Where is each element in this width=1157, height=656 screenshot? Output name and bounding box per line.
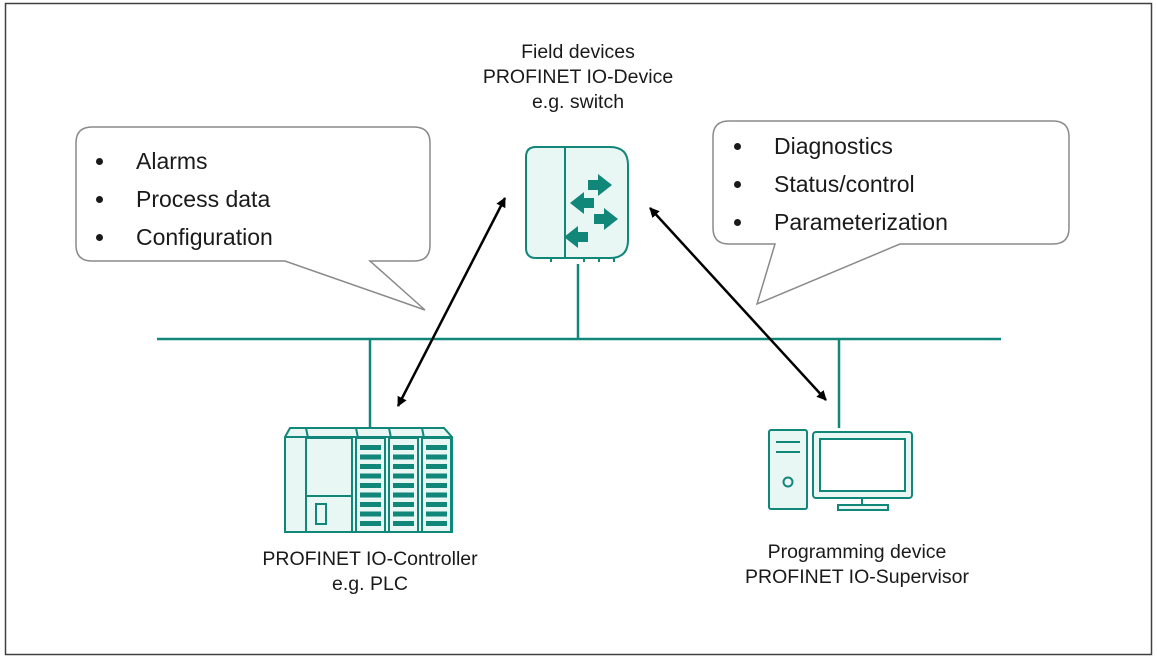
callout-left-item-alarms: Alarms <box>92 142 273 180</box>
plc-led <box>360 492 381 498</box>
field-devices-line-3: e.g. switch <box>531 91 625 113</box>
network-switch-icon <box>525 146 629 262</box>
plc-led <box>360 445 381 450</box>
arrow-controller-switch <box>396 197 507 407</box>
computer-workstation-icon <box>768 429 913 511</box>
plc-led <box>393 511 414 517</box>
plc-led <box>426 521 447 526</box>
plc-led <box>393 445 414 450</box>
callout-left-item-configuration: Configuration <box>92 218 273 256</box>
plc-led <box>360 483 381 488</box>
field-devices-line-1: Field devices <box>521 41 635 63</box>
supervisor-line-2: PROFINET IO-Supervisor <box>745 566 969 588</box>
controller-label: PROFINET IO-Controller e.g. PLC <box>228 547 512 597</box>
callout-right-list: Diagnostics Status/control Parameterizat… <box>730 127 948 241</box>
callout-right-item-status-control: Status/control <box>730 165 948 203</box>
controller-line-1: PROFINET IO-Controller <box>262 548 478 570</box>
plc-led <box>360 473 381 479</box>
plc-led <box>360 521 381 526</box>
controller-line-2: e.g. PLC <box>332 573 408 595</box>
network-bus <box>157 264 1001 428</box>
plc-led <box>393 502 414 507</box>
callout-left-bubble <box>75 126 431 311</box>
plc-led <box>360 502 381 507</box>
plc-led <box>393 521 414 526</box>
plc-led <box>393 464 414 469</box>
callout-left-item-process-data: Process data <box>92 180 273 218</box>
plc-led <box>360 464 381 469</box>
callout-right-item-parameterization: Parameterization <box>730 203 948 241</box>
supervisor-label: Programming device PROFINET IO-Superviso… <box>712 540 1002 590</box>
plc-led <box>393 483 414 488</box>
plc-rack-icon <box>284 427 453 533</box>
plc-led <box>426 502 447 507</box>
plc-led <box>426 454 447 460</box>
plc-led <box>393 492 414 498</box>
plc-led <box>426 511 447 517</box>
plc-led <box>393 454 414 460</box>
switch-arrows-icon <box>564 174 618 248</box>
plc-led <box>426 483 447 488</box>
callout-right-item-diagnostics: Diagnostics <box>730 127 948 165</box>
plc-led <box>426 445 447 450</box>
plc-led <box>393 473 414 479</box>
plc-led <box>426 464 447 469</box>
plc-led <box>360 454 381 460</box>
plc-led <box>360 511 381 517</box>
arrow-switch-supervisor <box>649 207 827 401</box>
supervisor-line-1: Programming device <box>767 541 947 563</box>
plc-io-leds <box>360 445 447 526</box>
plc-led <box>426 473 447 479</box>
plc-led <box>426 492 447 498</box>
field-devices-label: Field devices PROFINET IO-Device e.g. sw… <box>457 40 699 115</box>
field-devices-line-2: PROFINET IO-Device <box>482 66 674 88</box>
callout-left-list: Alarms Process data Configuration <box>92 142 273 256</box>
frame-border <box>4 2 1153 656</box>
